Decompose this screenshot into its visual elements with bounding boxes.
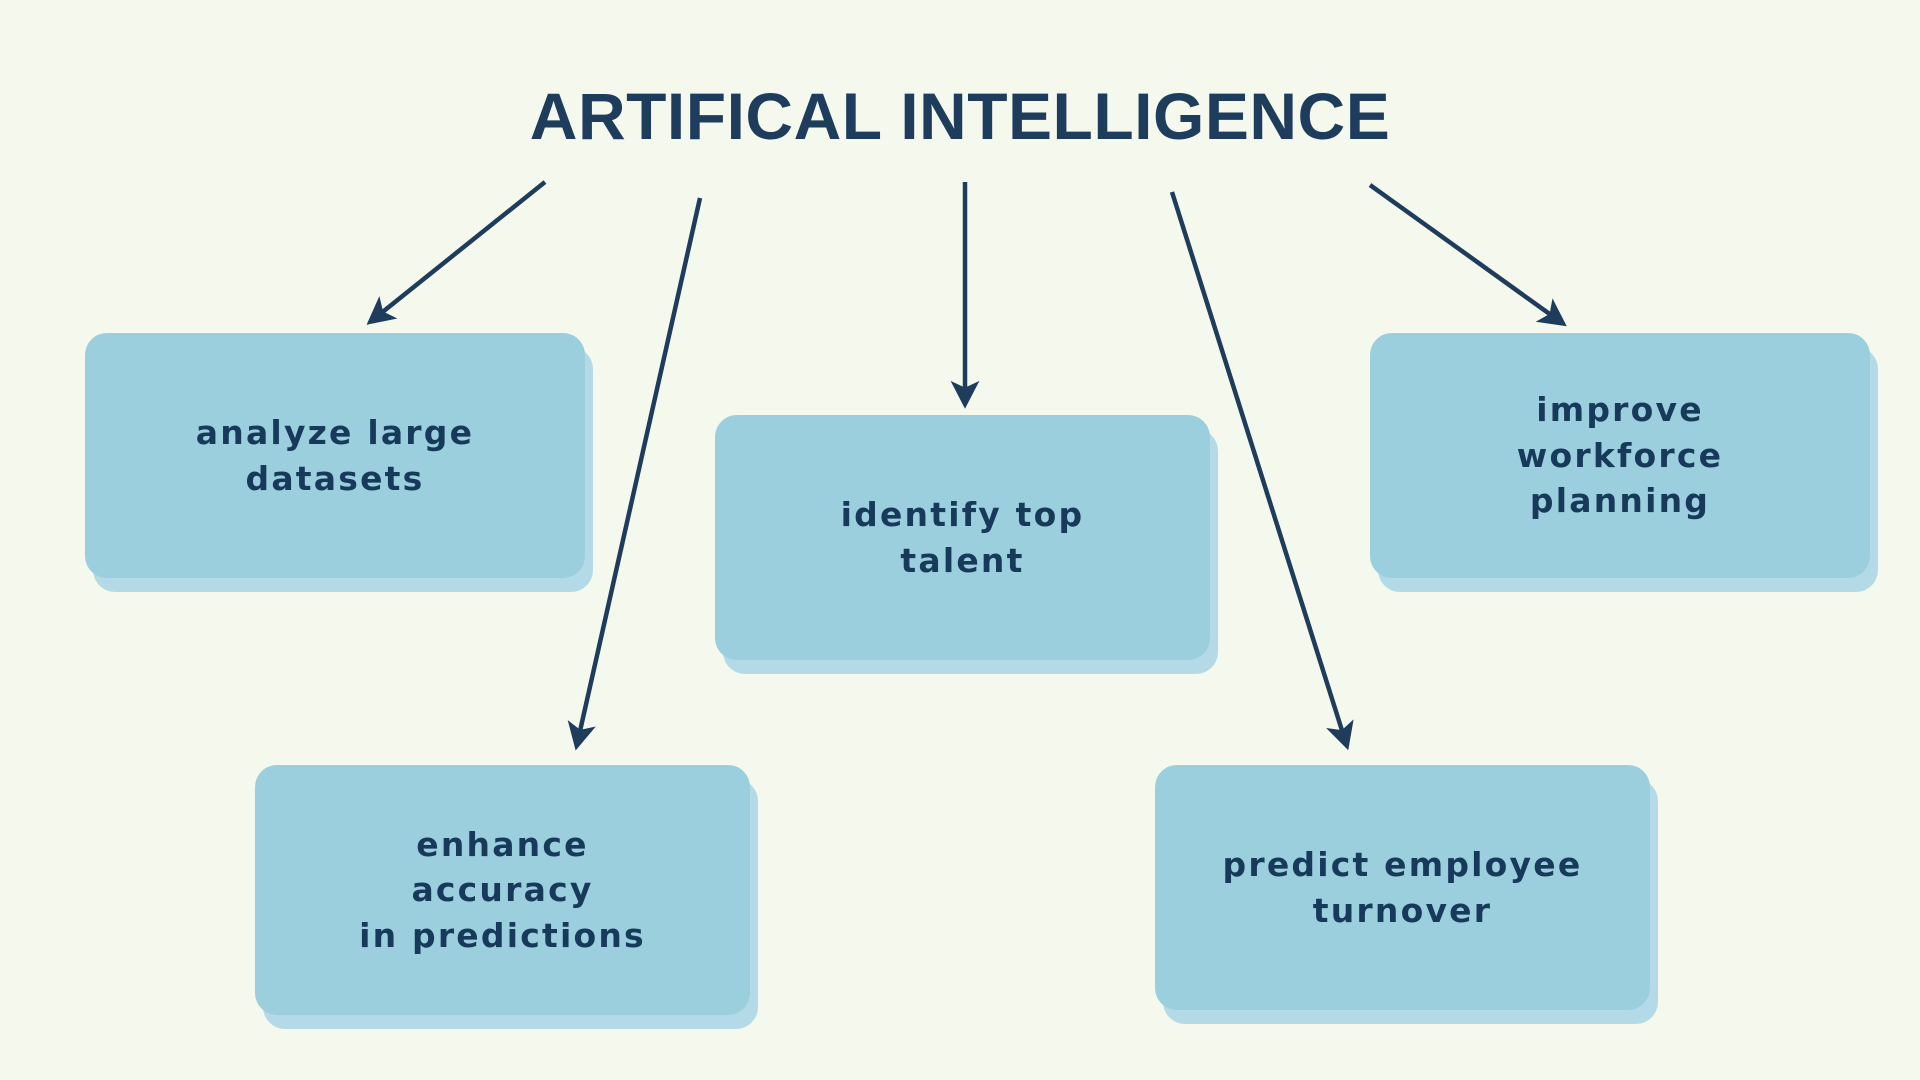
- node-predict-employee-turnover[interactable]: predict employee turnover: [1155, 765, 1658, 1024]
- node-label: enhance accuracy in predictions: [359, 824, 646, 955]
- node-label: analyze large datasets: [195, 412, 475, 498]
- node-label: identify top talent: [840, 494, 1085, 580]
- node-box[interactable]: improve workforce planning: [1370, 333, 1870, 578]
- node-analyze-large-datasets[interactable]: analyze large datasets: [85, 333, 593, 592]
- node-improve-workforce-planning[interactable]: improve workforce planning: [1370, 333, 1878, 592]
- node-box[interactable]: analyze large datasets: [85, 333, 585, 578]
- node-label: improve workforce planning: [1516, 390, 1724, 521]
- connector-to-improve-workforce-planning: [1368, 183, 1567, 327]
- node-box[interactable]: predict employee turnover: [1155, 765, 1650, 1010]
- node-box[interactable]: enhance accuracy in predictions: [255, 765, 750, 1015]
- node-enhance-accuracy[interactable]: enhance accuracy in predictions: [255, 765, 758, 1029]
- node-label: predict employee turnover: [1222, 844, 1583, 930]
- connector-to-enhance-accuracy: [567, 197, 703, 751]
- connector-to-analyze-large-datasets: [366, 180, 547, 325]
- page-title: ARTIFICAL INTELLIGENCE: [529, 79, 1391, 153]
- node-identify-top-talent[interactable]: identify top talent: [715, 415, 1218, 674]
- node-box[interactable]: identify top talent: [715, 415, 1210, 660]
